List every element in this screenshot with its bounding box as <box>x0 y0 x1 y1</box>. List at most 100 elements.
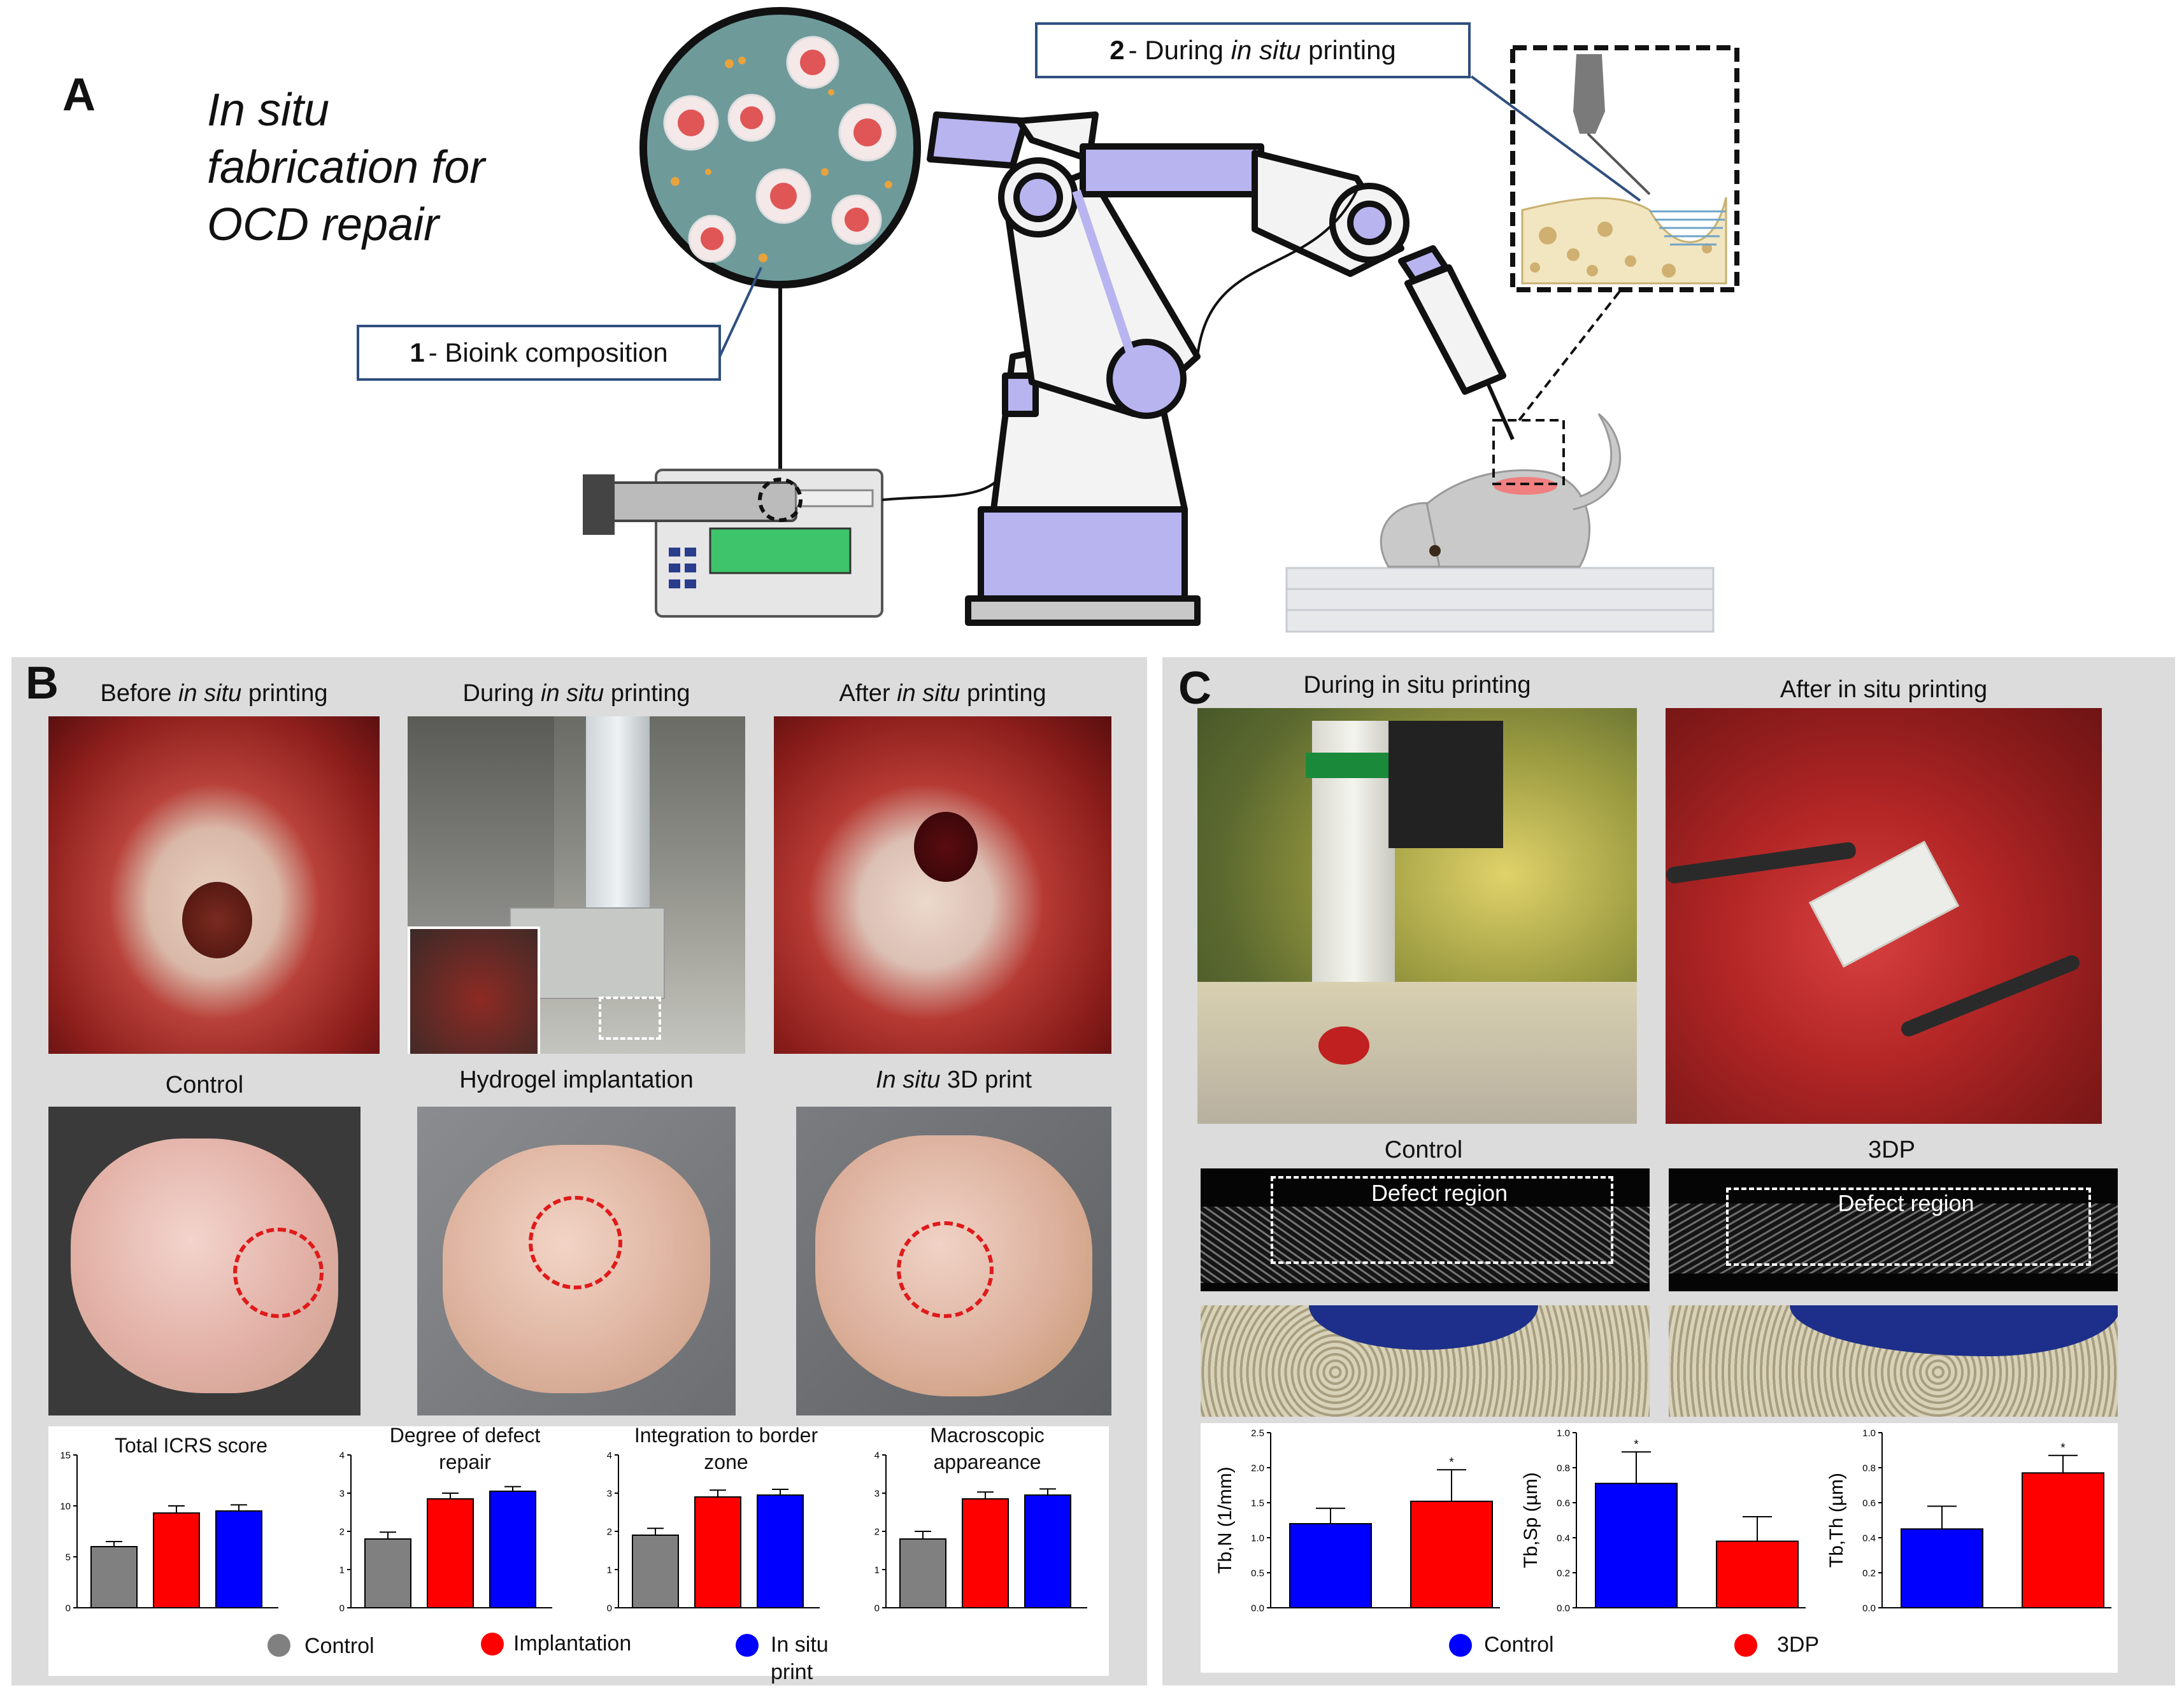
y-tick-label: 1.0 <box>1557 1428 1570 1438</box>
y-axis-label: Tb,Sp (µm) <box>1520 1472 1541 1568</box>
y-tick-label: 1 <box>607 1564 612 1575</box>
y-tick-label: 0.4 <box>1862 1533 1876 1543</box>
panel-a-letter: A <box>62 69 96 120</box>
significance-star: * <box>2060 1442 2066 1455</box>
bar <box>90 1546 138 1608</box>
bar-chart-tbth: 0.00.20.40.60.81.0*Tb,Th (µm) <box>1826 1428 2111 1614</box>
bar <box>215 1510 262 1608</box>
bar <box>1595 1482 1678 1608</box>
bar <box>632 1535 679 1608</box>
bar-chart-tbn: 0.00.51.01.52.02.5*Tb,N (1/mm) <box>1215 1428 1500 1614</box>
bar <box>489 1491 536 1608</box>
bar <box>427 1498 474 1608</box>
y-tick-label: 1 <box>874 1564 880 1575</box>
bar <box>1024 1494 1071 1608</box>
y-tick-label: 1.0 <box>1251 1533 1264 1543</box>
callout-2-number: 2 <box>1110 35 1125 65</box>
bar-chart-total-icrs: 0 5 10 15 <box>60 1450 278 1614</box>
sample-photo-hydrogel <box>417 1107 736 1415</box>
caption-post: printing <box>604 680 690 707</box>
y-tick-label: 0.4 <box>1557 1533 1570 1543</box>
bar <box>1901 1528 1983 1608</box>
legend-dot-in-situ <box>736 1634 759 1657</box>
y-tick-label: 0 <box>66 1603 71 1614</box>
title-line-2: fabrication for <box>207 142 485 193</box>
3d-reconstruction-3dp <box>1669 1305 2118 1417</box>
bar <box>2022 1472 2104 1608</box>
y-tick-label: 0 <box>339 1603 345 1614</box>
photo-caption-after: After in situ printing <box>774 680 1111 707</box>
panel-a-illustration <box>583 7 1739 633</box>
y-tick-label: 4 <box>874 1450 880 1461</box>
y-tick-label: 2.5 <box>1251 1428 1264 1438</box>
caption-italic: in situ <box>178 680 242 707</box>
caption-post: printing <box>241 680 328 707</box>
legend-label-implantation: Implantation <box>513 1631 632 1656</box>
y-tick-label: 0.8 <box>1862 1463 1876 1473</box>
chart-title-integration: Integration to border zone <box>634 1424 818 1473</box>
caption-pre: Hydrogel implantation <box>459 1067 694 1093</box>
y-tick-label: 0.6 <box>1557 1498 1570 1508</box>
title-line-3: OCD repair <box>207 199 439 250</box>
sample-caption-in-situ: In situ 3D print <box>796 1067 1111 1094</box>
during-printing-callout: 2- During in situ printing <box>1035 22 1471 78</box>
y-tick-label: 2 <box>874 1526 880 1537</box>
bar <box>364 1538 411 1608</box>
callout-2-post: printing <box>1301 35 1396 65</box>
y-tick-label: 10 <box>60 1501 71 1512</box>
y-tick-label: 2.0 <box>1251 1463 1264 1473</box>
sample-photo-control <box>48 1107 360 1415</box>
bar <box>757 1494 804 1608</box>
photo-before-printing <box>48 716 380 1054</box>
photo-during-printing <box>408 716 745 1054</box>
y-tick-label: 0.0 <box>1251 1603 1264 1614</box>
y-tick-label: 2 <box>607 1526 612 1537</box>
bar <box>1716 1540 1799 1608</box>
bar <box>899 1538 946 1608</box>
bioink-circle <box>639 7 921 288</box>
y-tick-label: 5 <box>66 1552 71 1563</box>
y-tick-label: 15 <box>60 1450 71 1461</box>
y-tick-label: 0 <box>874 1603 880 1614</box>
bar-chart-integration: 0 1 2 3 4 <box>607 1450 820 1614</box>
panel-b-letter: B <box>25 658 59 709</box>
caption-italic: in situ <box>541 680 604 707</box>
y-tick-label: 0.5 <box>1251 1568 1264 1578</box>
ct-scan-3dp: Defect region <box>1669 1168 2118 1291</box>
y-axis-label: Tb,N (1/mm) <box>1215 1466 1236 1573</box>
y-tick-label: 0.0 <box>1862 1603 1876 1614</box>
panel-c-caption-after: After in situ printing <box>1780 676 1988 703</box>
y-tick-label: 2 <box>339 1526 345 1537</box>
mouse-illustration <box>1285 413 1715 633</box>
panel-c-photo-after <box>1666 708 2102 1124</box>
panel-c-letter: C <box>1178 663 1211 714</box>
legend-dot-control <box>268 1634 290 1657</box>
photo-caption-before: Before in situ printing <box>48 680 380 707</box>
bar <box>1289 1523 1372 1608</box>
legend-label-control: Control <box>304 1634 375 1658</box>
y-tick-label: 0.6 <box>1862 1498 1876 1508</box>
sample-caption-control: Control <box>48 1072 360 1099</box>
y-tick-label: 0.0 <box>1557 1603 1570 1614</box>
y-tick-label: 0.2 <box>1862 1568 1876 1578</box>
bar <box>153 1512 200 1608</box>
y-tick-label: 0 <box>607 1603 612 1614</box>
chart-title-defect-repair: Degree of defect repair <box>389 1424 541 1473</box>
chart-title-total-icrs: Total ICRS score <box>114 1434 268 1457</box>
robot-arm <box>927 111 1515 626</box>
legend-dot-implantation <box>481 1633 504 1656</box>
photo-caption-during: During in situ printing <box>408 680 745 707</box>
sample-photo-in-situ <box>796 1107 1111 1415</box>
y-tick-label: 0.2 <box>1557 1568 1570 1578</box>
caption-pre: Before <box>100 680 179 707</box>
y-tick-label: 3 <box>607 1488 612 1499</box>
syringe-pump <box>583 469 883 618</box>
y-tick-label: 1.0 <box>1862 1428 1876 1438</box>
caption-pre: After <box>839 680 897 707</box>
ct-label-3dp: 3DP <box>1868 1137 1915 1163</box>
sample-caption-hydrogel: Hydrogel implantation <box>417 1067 736 1094</box>
callout-2-pre: - During <box>1128 35 1231 65</box>
y-tick-label: 4 <box>607 1450 612 1461</box>
y-tick-label: 4 <box>339 1450 345 1461</box>
